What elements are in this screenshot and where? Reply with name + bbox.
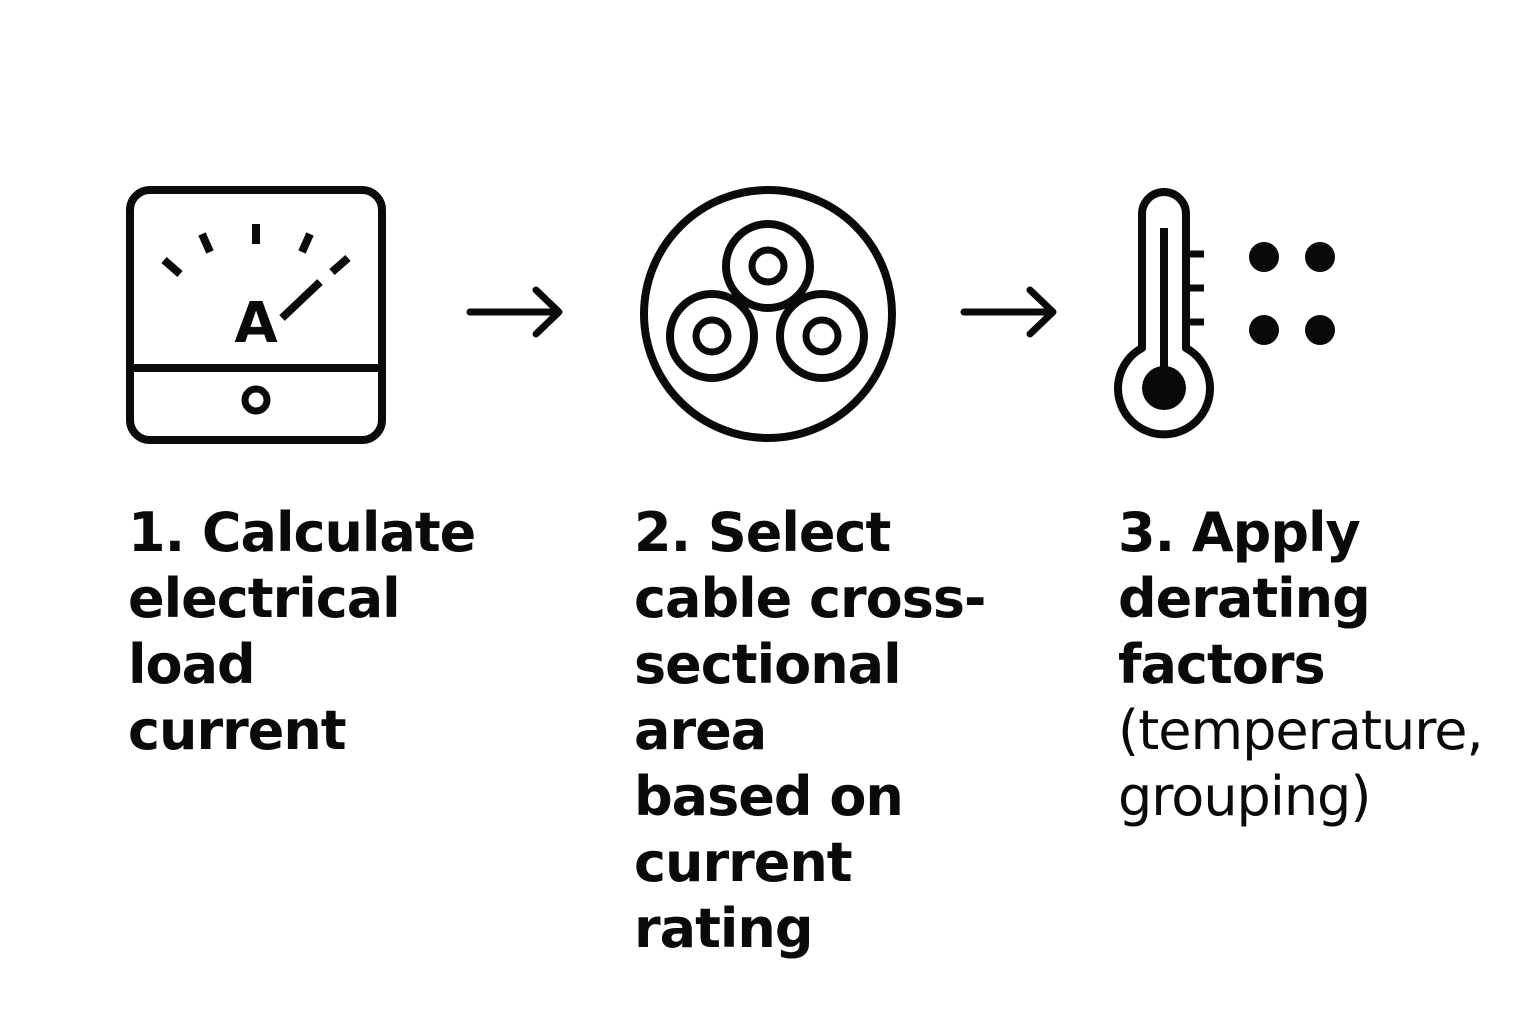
step-2-line-2: cable cross- [634, 567, 986, 630]
step-1-label: 1. Calculate electrical load current [128, 500, 488, 764]
step-2-line-3: sectional area [634, 633, 902, 762]
step-3-line-2: derating [1118, 567, 1371, 630]
step-2-line-5: current rating [634, 831, 853, 960]
step-2-line-4: based on [634, 765, 904, 828]
step-1-line-1: 1. Calculate [128, 501, 476, 564]
step-3-subline-1: (temperature, [1118, 699, 1484, 762]
step-3-label: 3. Apply derating factors (temperature, … [1118, 500, 1498, 830]
ammeter-icon: A [126, 186, 386, 444]
arrow-right-icon [466, 284, 566, 340]
meter-letter: A [234, 291, 278, 356]
step-1-line-3: load current [128, 633, 347, 762]
step-3-line-1: 3. Apply [1118, 501, 1361, 564]
step-3-subline-2: grouping) [1118, 765, 1371, 828]
step-2-label: 2. Select cable cross- sectional area ba… [634, 500, 1034, 962]
step-2-line-1: 2. Select [634, 501, 891, 564]
thermometer-grouping-icon [1112, 180, 1342, 440]
arrow-right-icon [960, 284, 1060, 340]
step-3-line-3: factors [1118, 633, 1326, 696]
cable-cross-section-icon [638, 186, 900, 444]
step-1-line-2: electrical [128, 567, 401, 630]
